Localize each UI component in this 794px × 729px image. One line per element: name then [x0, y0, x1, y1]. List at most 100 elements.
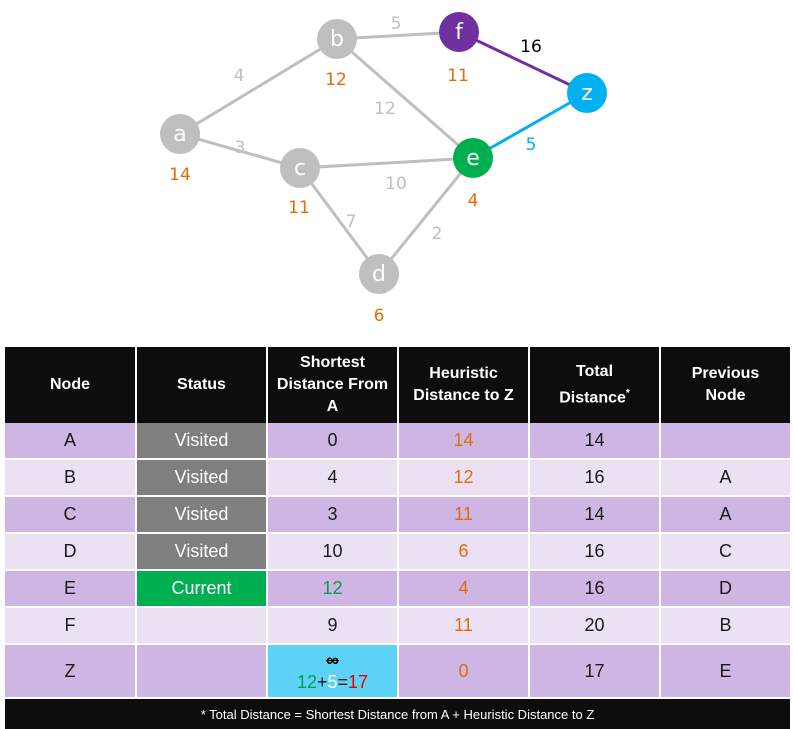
header-total-distance: Total Distance* [529, 347, 661, 423]
footnote-row: * Total Distance = Shortest Distance fro… [5, 698, 790, 729]
cell-previous: C [660, 533, 790, 571]
cell-node: E [5, 570, 137, 608]
cell-node: F [5, 607, 137, 645]
node-label-b: b [330, 27, 344, 52]
cell-shortest: 12 [267, 570, 399, 608]
edge-weight-b-e: 12 [374, 99, 396, 119]
footnote: * Total Distance = Shortest Distance fro… [5, 698, 790, 729]
calc-equals: = [337, 672, 349, 692]
node-f [439, 12, 479, 52]
status-badge: Current [136, 570, 268, 608]
cell-heuristic: 14 [398, 423, 530, 460]
edge-d-e [377, 157, 475, 275]
table-row-d: D Visited 10 6 16 C [5, 533, 790, 571]
header-node: Node [5, 347, 137, 423]
node-e [453, 138, 493, 178]
cell-node: C [5, 496, 137, 534]
node-label-a: a [173, 122, 186, 147]
cell-total: 20 [529, 607, 661, 645]
cell-total: 17 [529, 644, 661, 699]
cell-total: 16 [529, 570, 661, 608]
table-row-a: A Visited 0 14 14 [5, 423, 790, 460]
node-z [567, 73, 607, 113]
node-label-d: d [372, 262, 386, 287]
cell-heuristic: 11 [398, 496, 530, 534]
cell-previous: D [660, 570, 790, 608]
cell-heuristic: 6 [398, 533, 530, 571]
node-b [317, 19, 357, 59]
node-label-f: f [455, 20, 464, 45]
cell-previous: A [660, 459, 790, 497]
edge-c-d [298, 167, 381, 275]
cell-shortest: 10 [267, 533, 399, 571]
edge-a-b [179, 37, 338, 136]
table-header-row: Node Status Shortest Distance From A Heu… [5, 347, 790, 423]
cell-shortest: 9 [267, 607, 399, 645]
table-row-b: B Visited 4 12 16 A [5, 459, 790, 497]
status-empty [136, 607, 268, 645]
header-shortest-distance: Shortest Distance From A [267, 347, 399, 423]
status-badge: Visited [136, 496, 268, 534]
cell-node: A [5, 423, 137, 460]
node-c [280, 148, 320, 188]
cell-node: B [5, 459, 137, 497]
cell-previous: B [660, 607, 790, 645]
edge-weight-a-b: 4 [234, 66, 245, 86]
edge-weight-e-z: 5 [526, 135, 537, 155]
calc-current-distance: 12 [296, 672, 317, 692]
cell-shortest: 3 [267, 496, 399, 534]
status-empty [136, 644, 268, 699]
heuristic-a: 14 [169, 165, 191, 185]
heuristic-e: 4 [468, 191, 479, 211]
cell-shortest-update: ∞ 12+5=17 [267, 644, 399, 699]
heuristic-f: 11 [447, 66, 469, 86]
cell-node: D [5, 533, 137, 571]
node-label-e: e [466, 146, 480, 171]
cell-heuristic: 11 [398, 607, 530, 645]
header-status: Status [136, 347, 268, 423]
table-row-z: Z ∞ 12+5=17 0 17 E [5, 644, 790, 699]
calc-edge-weight: 5 [327, 672, 338, 692]
node-label-c: c [294, 156, 306, 181]
edge-weight-f-z: 16 [520, 37, 542, 57]
edge-b-f [336, 30, 460, 41]
astar-table: Node Status Shortest Distance From A Heu… [5, 347, 790, 729]
calc-plus: + [316, 672, 328, 692]
cell-node: Z [5, 644, 137, 699]
header-heuristic: Heuristic Distance to Z [398, 347, 530, 423]
edge-a-c [179, 132, 301, 170]
edge-weight-c-d: 7 [346, 212, 357, 232]
table-row-e: E Current 12 4 16 D [5, 570, 790, 608]
heuristic-d: 6 [374, 306, 385, 326]
edge-f-z [458, 30, 588, 95]
status-badge: Visited [136, 459, 268, 497]
table-row-f: F 9 11 20 B [5, 607, 790, 645]
edge-weight-b-f: 5 [391, 14, 402, 34]
node-a [160, 114, 200, 154]
edge-c-e [299, 156, 474, 170]
status-badge: Visited [136, 423, 268, 460]
cell-heuristic: 0 [398, 644, 530, 699]
status-badge: Visited [136, 533, 268, 571]
edge-weight-c-e: 10 [385, 174, 407, 194]
cell-total: 16 [529, 459, 661, 497]
cell-previous: A [660, 496, 790, 534]
heuristic-b: 12 [325, 70, 347, 90]
cell-heuristic: 4 [398, 570, 530, 608]
edge-b-e [336, 37, 474, 160]
cell-total: 14 [529, 423, 661, 460]
cell-shortest: 0 [267, 423, 399, 460]
cell-previous: E [660, 644, 790, 699]
old-distance-infinity: ∞ [326, 650, 339, 670]
edge-weight-d-e: 2 [432, 224, 443, 244]
cell-shortest: 4 [267, 459, 399, 497]
cell-previous [660, 423, 790, 460]
edge-e-z [472, 91, 588, 160]
node-d [359, 254, 399, 294]
node-label-z: z [581, 81, 593, 106]
table-row-c: C Visited 3 11 14 A [5, 496, 790, 534]
cell-heuristic: 12 [398, 459, 530, 497]
cell-total: 16 [529, 533, 661, 571]
header-previous-node: Previous Node [660, 347, 790, 423]
